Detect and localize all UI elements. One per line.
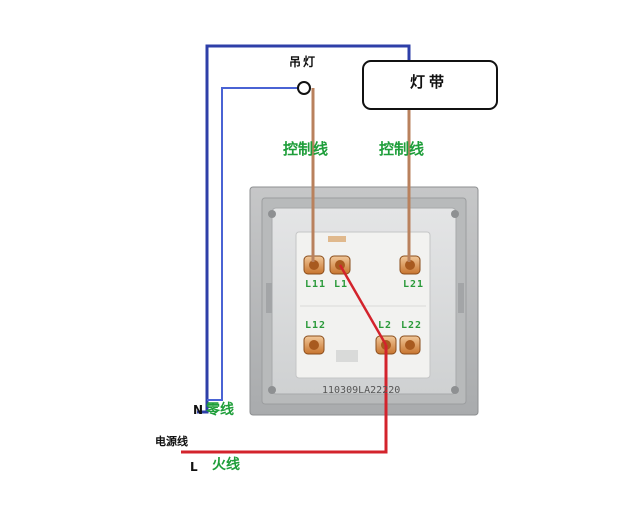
jumper-wire (338, 264, 388, 346)
live-letter: L (190, 460, 198, 474)
model-code: 110309LA22220 (322, 385, 401, 396)
light-strip-box (362, 60, 498, 110)
terminal-label-l22: L22 (401, 320, 423, 331)
terminal-label-l1: L1 (334, 279, 349, 290)
terminal-l12 (303, 335, 325, 355)
neutral-letter: N (193, 403, 204, 417)
neutral-label: 零线 (206, 402, 234, 418)
terminal-label-l2: L2 (378, 320, 393, 331)
power-line-label: 电源线 (155, 435, 188, 448)
terminal-label-l21: L21 (403, 279, 425, 290)
control-wire-label-left: 控制线 (283, 140, 329, 158)
terminal-label-l12: L12 (305, 320, 327, 331)
terminal-l22 (399, 335, 421, 355)
neutral-wire-to-pendant (207, 87, 298, 401)
terminal-l21 (399, 255, 421, 275)
light-strip-label: 灯带 (410, 73, 449, 91)
control-wire-label-right: 控制线 (379, 140, 425, 158)
pendant-lamp-symbol (297, 81, 311, 95)
pendant-lamp-label: 吊灯 (289, 55, 318, 69)
live-wire (181, 345, 388, 454)
neutral-wire-to-strip (197, 44, 411, 414)
live-label: 火线 (212, 457, 240, 473)
terminal-label-l11: L11 (305, 279, 327, 290)
